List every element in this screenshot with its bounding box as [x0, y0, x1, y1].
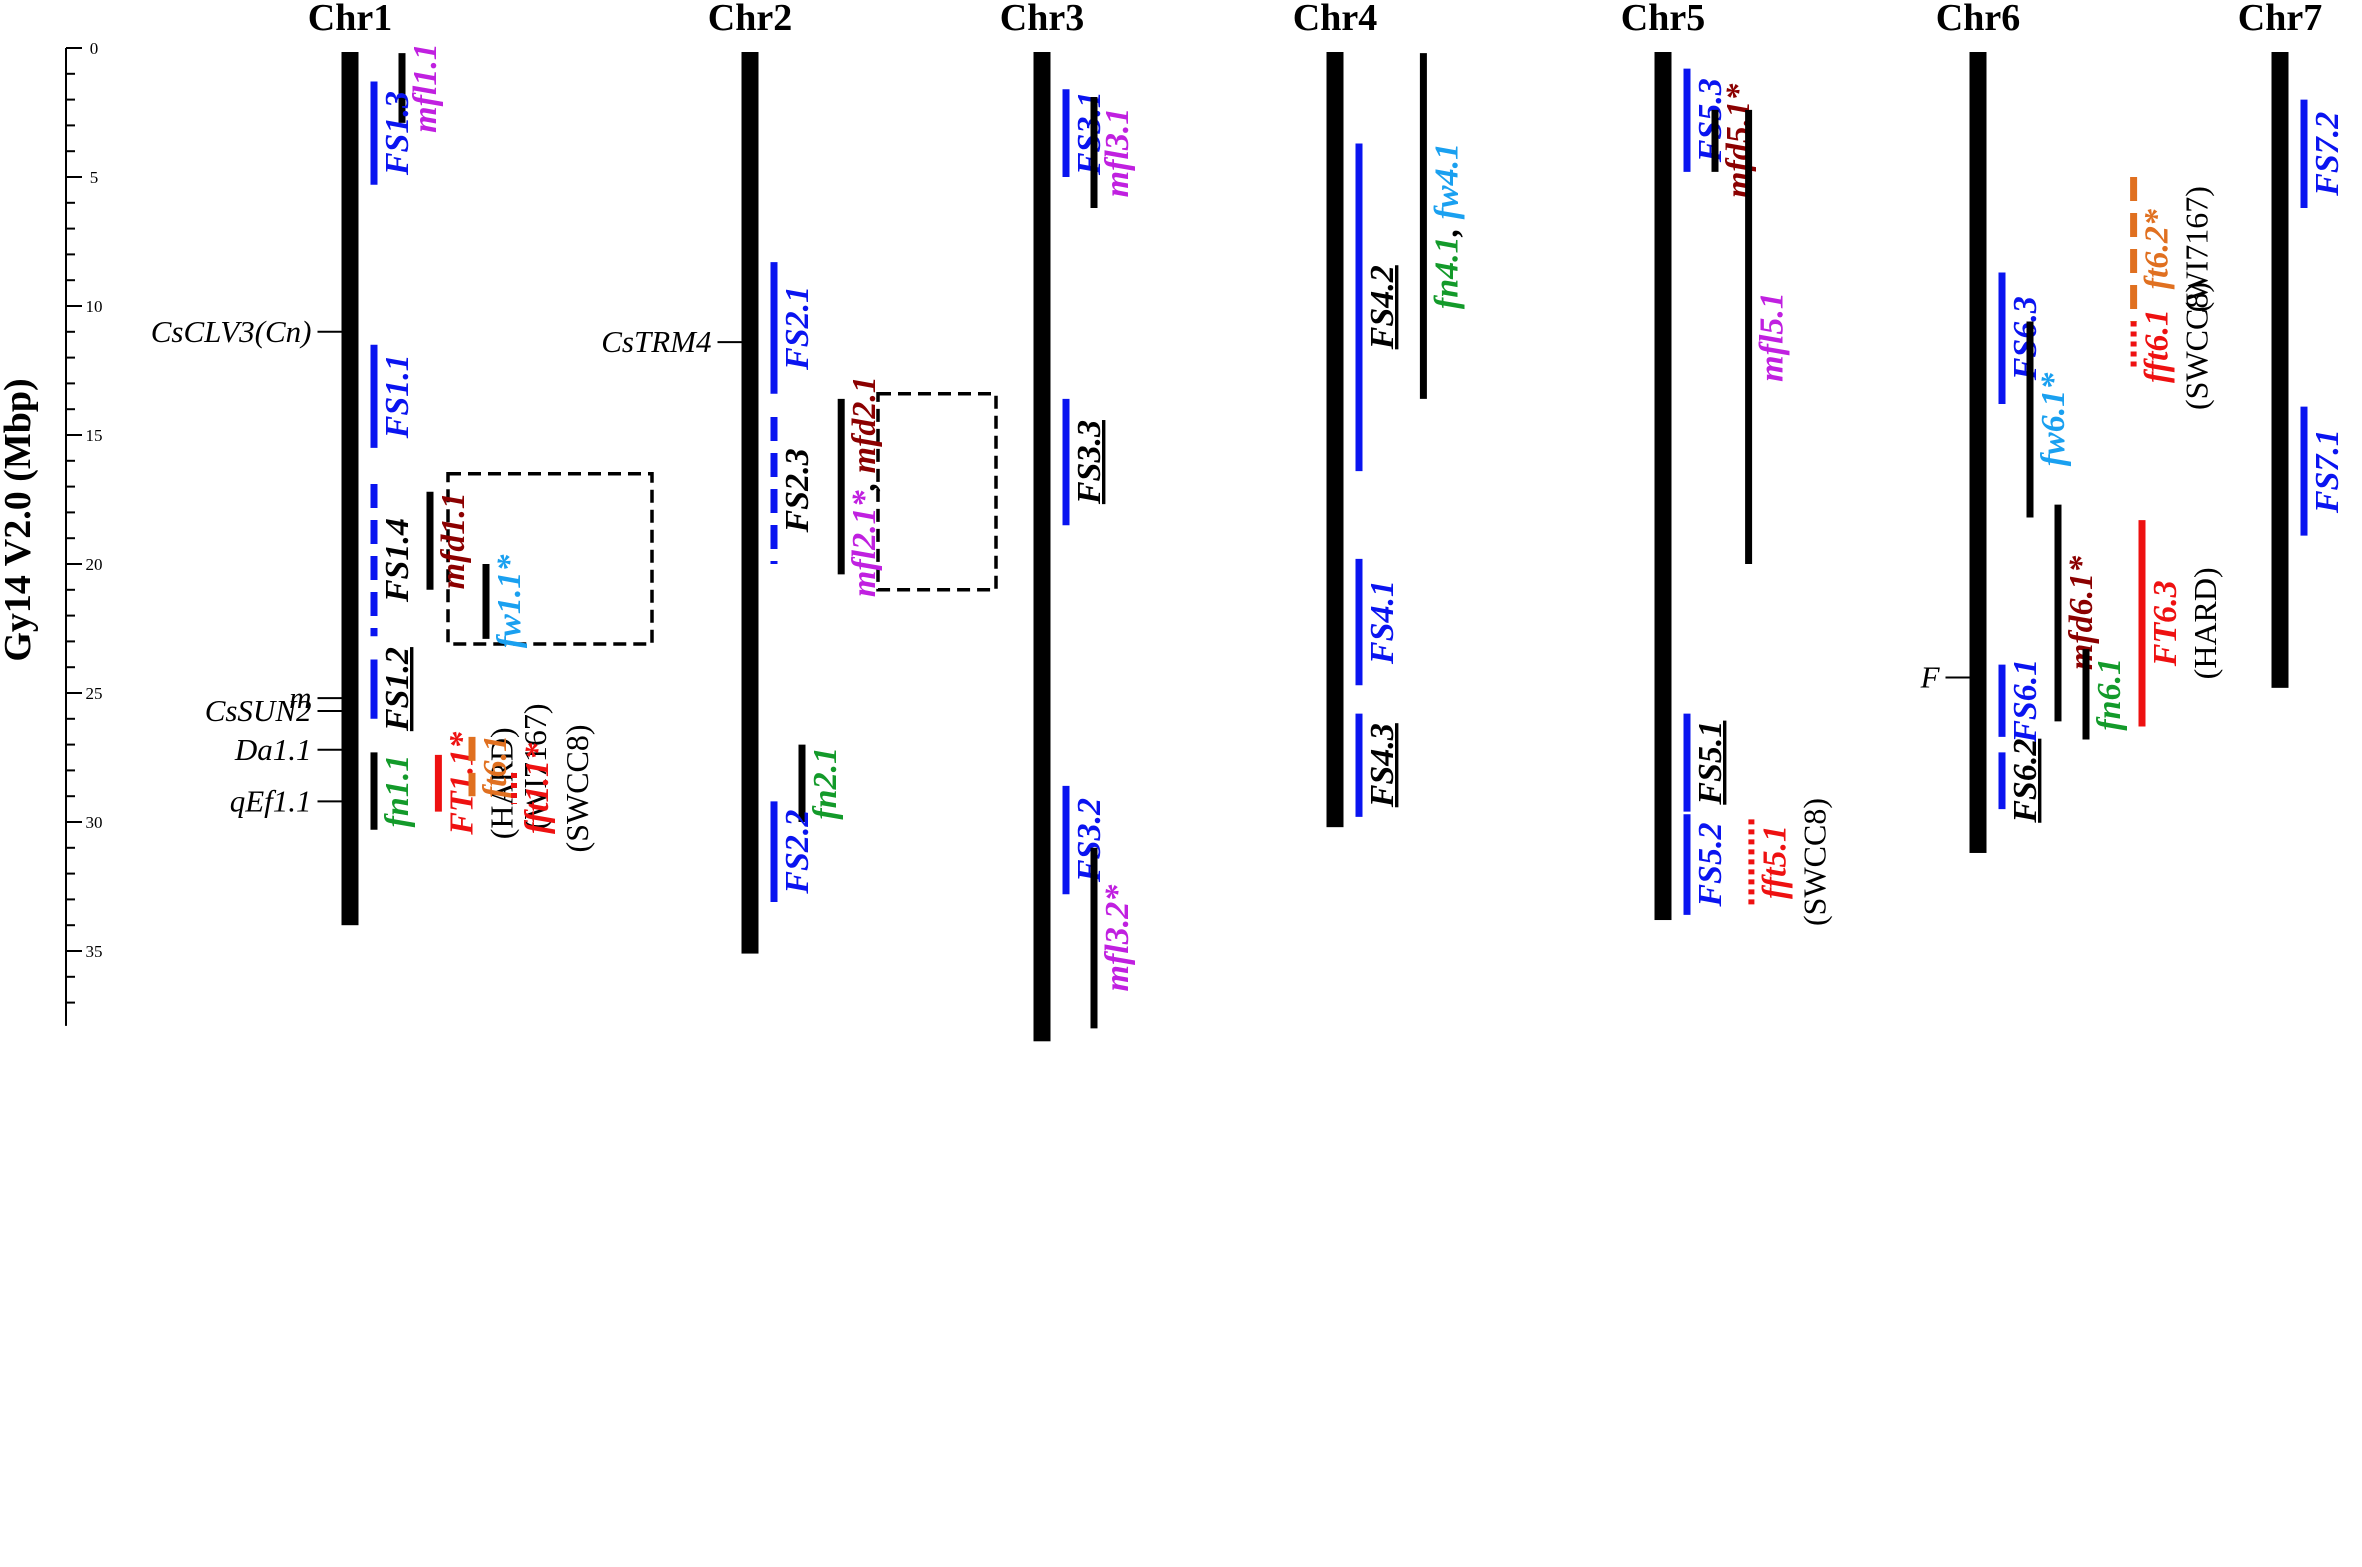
qtl-label: FS1.4: [379, 518, 416, 603]
population-label: (SWCC8): [1796, 798, 1832, 926]
population-label: (WI7167): [517, 703, 553, 829]
y-tick-label: 0: [90, 39, 99, 58]
population-label: (HARD): [2187, 567, 2223, 679]
qtl-label: mfl1.1: [407, 43, 444, 133]
y-axis: 0 5 10 15 20 25 30 35: [65, 39, 103, 1026]
qtl-label: FS1.3: [379, 91, 416, 176]
qtl-label: fft6.1: [2139, 309, 2176, 383]
qtl-label: FS4.3: [1364, 723, 1401, 808]
qtl-label: FS4.1: [1364, 580, 1401, 665]
qtl-label: FS1.2: [379, 647, 416, 732]
qtl-label: fn2.1: [807, 747, 844, 820]
qtl-label: FS4.2: [1364, 265, 1401, 350]
population-label: (SWCC8): [2179, 282, 2215, 410]
chromosome-title: Chr1: [308, 0, 392, 39]
qtl-label: FS5.2: [1692, 823, 1729, 908]
chromosomes: Chr1 Chr2 Chr3 Chr4 Chr5 Chr6 Chr7: [308, 0, 2322, 1042]
qtl-label: FS2.1: [779, 286, 816, 371]
highlight-boxes: [446, 391, 998, 646]
qtl-label: FS6.3: [2007, 296, 2044, 381]
population-label: (SWCC8): [559, 724, 595, 852]
qtl-label: ft6.1: [477, 735, 514, 798]
qtl-label: fn6.1: [2091, 658, 2128, 731]
qtl-label: mfl2.1*, mfd2.1: [846, 376, 883, 597]
qtl-label: FS2.2: [779, 810, 816, 895]
qtl-label: fn4.1, fw4.1: [1428, 143, 1465, 309]
qtl-label: FS3.1: [1071, 91, 1108, 176]
chromosome-chr6: [1969, 52, 1987, 853]
qtl-label: FS7.2: [2309, 112, 2346, 197]
y-tick-label: 20: [86, 555, 103, 574]
chromosome-chr1: [341, 52, 359, 926]
y-tick-label: 10: [86, 297, 103, 316]
qtl-label: FS3.3: [1071, 420, 1108, 505]
qtl-label: FS5.3: [1692, 78, 1729, 163]
chromosome-chr3: [1033, 52, 1051, 1042]
qtl-label: mfd1.1: [435, 492, 472, 589]
gene-label: qEf1.1: [230, 783, 312, 818]
chromosome-title: Chr7: [2238, 0, 2322, 39]
chromosome-title: Chr2: [708, 0, 792, 39]
y-tick-label: 5: [90, 168, 99, 187]
y-tick-label: 30: [86, 813, 103, 832]
y-tick-label: 25: [86, 684, 103, 703]
chromosome-chr5: [1654, 52, 1672, 921]
qtl-label: fw6.1*: [2035, 372, 2072, 467]
qtl-label: FS5.1: [1692, 721, 1729, 806]
chromosome-title: Chr3: [1000, 0, 1084, 39]
gene-label: Da1.1: [234, 732, 312, 767]
y-tick-label: 35: [86, 942, 103, 961]
qtl-label: fn1.1: [379, 755, 416, 828]
qtl-label: FS7.1: [2309, 429, 2346, 514]
highlight-box: [876, 391, 998, 592]
gene-label: m: [289, 680, 311, 715]
qtl-label: mfl5.1: [1754, 292, 1791, 382]
qtl-label: FS6.2: [2007, 739, 2044, 824]
gene-label: CsSUN2: [205, 693, 312, 728]
qtl-label: mfl3.2*: [1099, 884, 1136, 992]
qtl-label: FS3.2: [1071, 798, 1108, 883]
qtl-label: mfd6.1*: [2063, 555, 2100, 670]
chromosome-title: Chr4: [1293, 0, 1377, 39]
gene-label: CsCLV3(Cn): [151, 314, 312, 349]
qtl-label: FS1.1: [379, 354, 416, 439]
population-label: (WI7167): [2179, 186, 2215, 312]
qtl-label: FS2.3: [779, 448, 816, 533]
chromosome-title: Chr6: [1936, 0, 2020, 39]
qtl-label: mfl3.1: [1099, 108, 1136, 198]
chromosome-title: Chr5: [1621, 0, 1705, 39]
qtl-label: fft5.1: [1756, 825, 1793, 899]
highlight-box: [446, 471, 654, 646]
chromosome-chr4: [1326, 52, 1344, 828]
qtl-label: FS6.1: [2007, 659, 2044, 744]
qtl-label: ft6.2*: [2139, 208, 2176, 289]
y-tick-label: 15: [86, 426, 103, 445]
qtl-label: fft1.1*: [519, 742, 556, 834]
y-axis-title: Gy14 V2.0 (Mbp): [0, 378, 39, 661]
chromosome-chr2: [741, 52, 759, 954]
qtl-label: fw1.1*: [491, 554, 528, 649]
qtl-label: FT6.3: [2147, 580, 2184, 667]
chromosome-chr7: [2271, 52, 2289, 688]
gene-label: F: [1920, 660, 1941, 695]
qtl-label: FT1.1*: [443, 731, 480, 836]
gene-label: CsTRM4: [601, 324, 711, 359]
